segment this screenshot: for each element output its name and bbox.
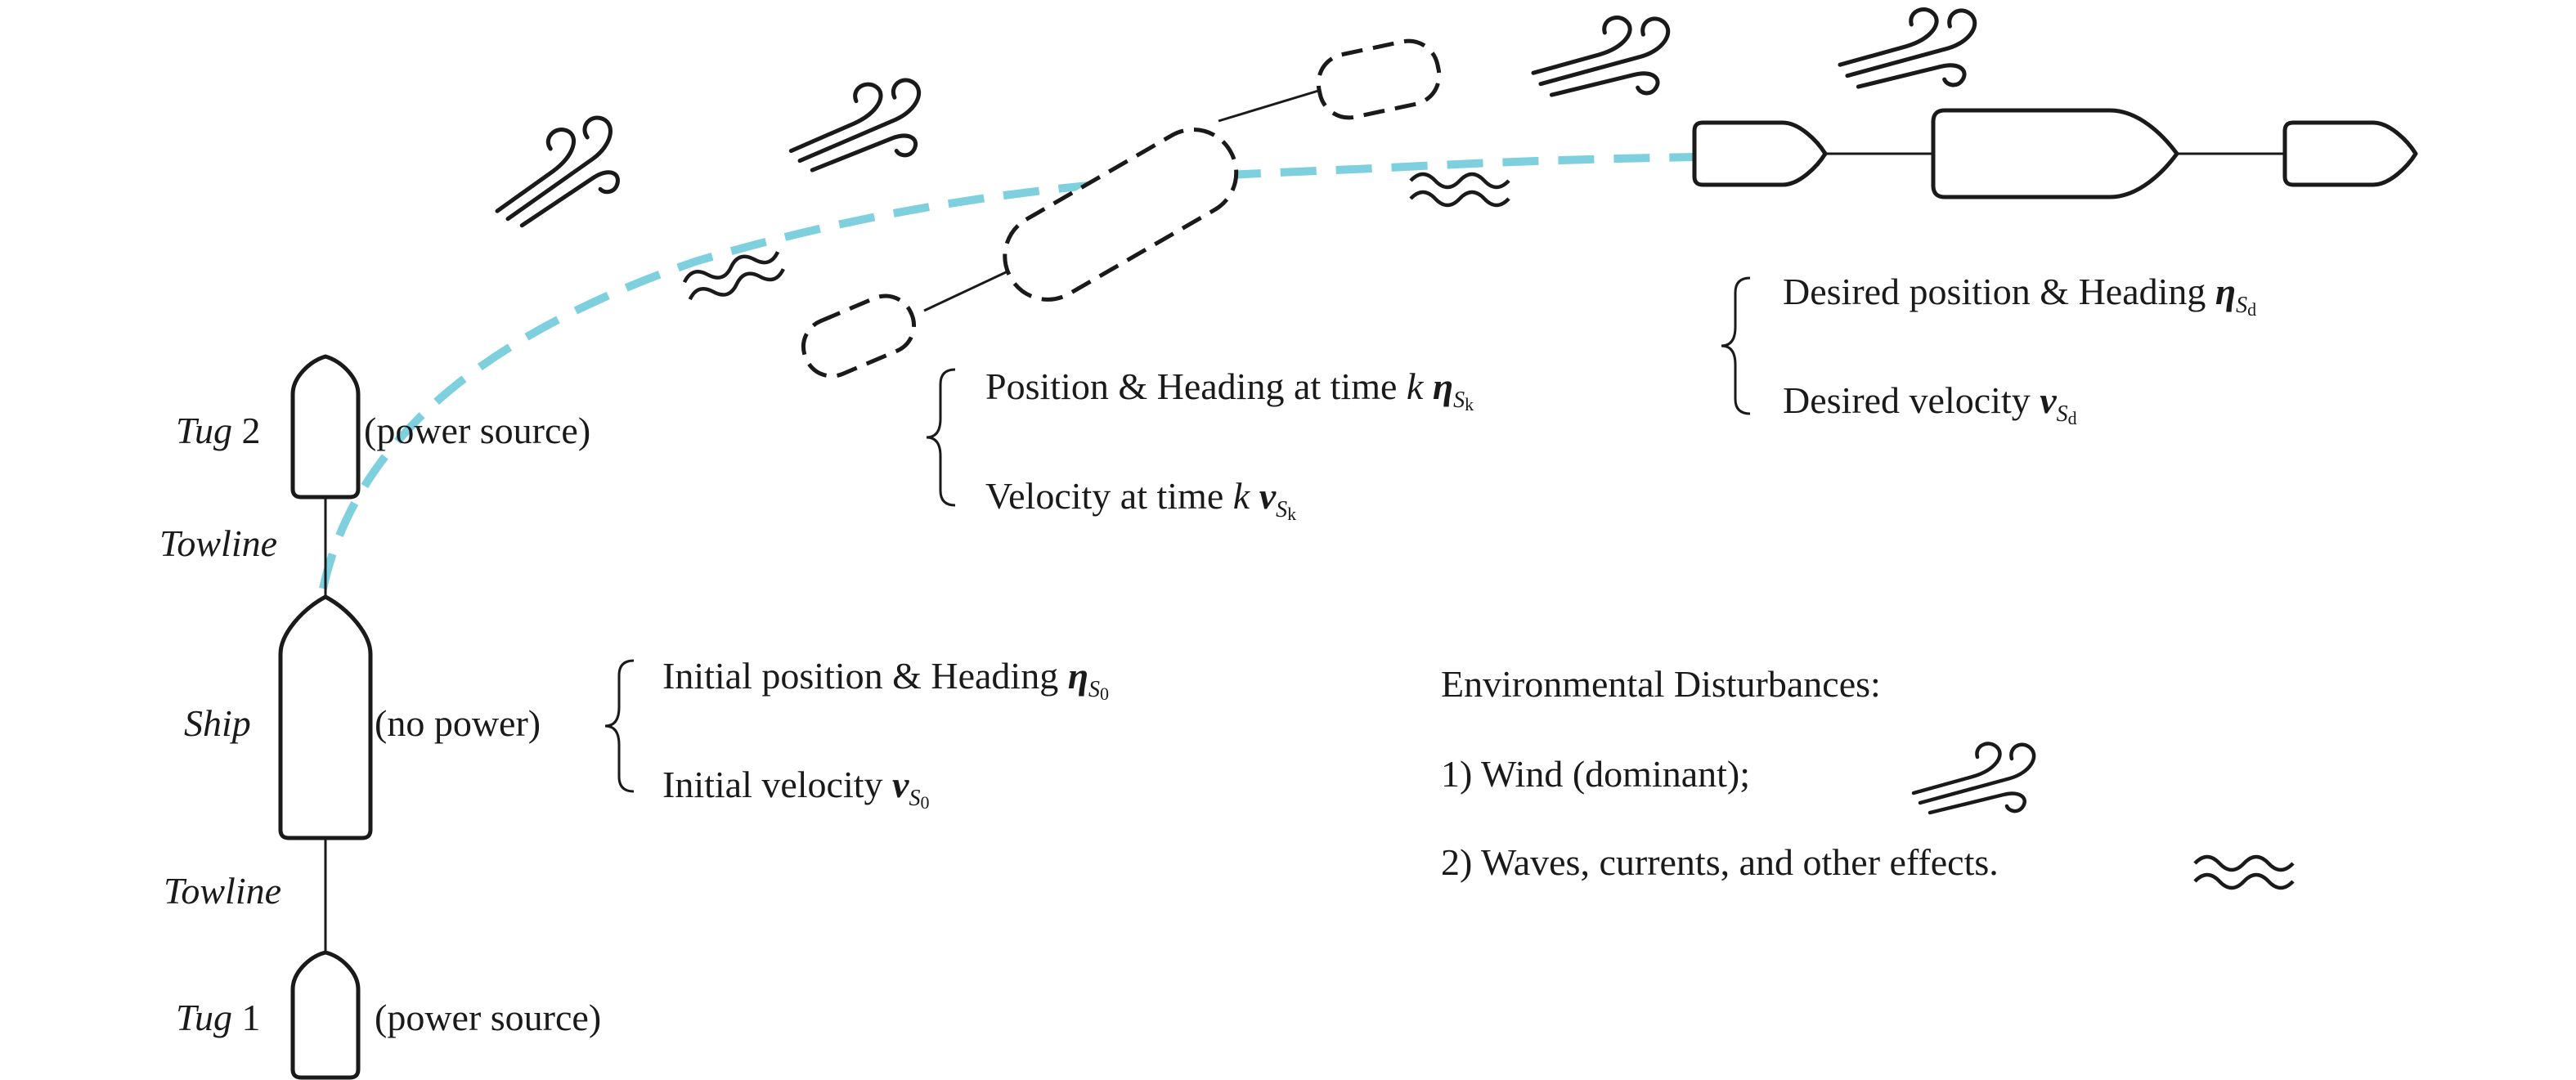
environment-wind: 1) Wind (dominant); xyxy=(1441,753,1750,795)
tug-2-icon xyxy=(290,354,361,500)
ship-desc: (no power) xyxy=(375,702,541,744)
ship-label: Ship xyxy=(184,702,251,744)
environment-heading: Environmental Disturbances: xyxy=(1441,663,1881,705)
timek-velocity-text: Velocity at time k vSk xyxy=(985,475,1296,524)
ship-icon xyxy=(278,594,373,840)
initial-position-text: Initial position & Heading ηS0 xyxy=(662,655,1109,704)
desired-formation xyxy=(1692,108,2418,199)
wind-icon xyxy=(783,78,927,173)
formation-time-k xyxy=(801,38,1442,379)
timek-position-text: Position & Heading at time k ηSk xyxy=(985,365,1474,415)
brace-time-k xyxy=(926,368,956,507)
tug-1-icon xyxy=(290,950,361,1080)
towline-upper-label: Towline xyxy=(159,522,277,564)
tug-d-front-icon xyxy=(2282,120,2418,187)
ship-d-icon xyxy=(1931,108,2179,199)
tug-1-desc: (power source) xyxy=(375,997,601,1038)
wind-icon xyxy=(1533,17,1668,95)
ship-k-icon xyxy=(1003,127,1239,302)
legend-wave-icon xyxy=(2195,857,2293,888)
tug-2-desc: (power source) xyxy=(364,410,590,451)
wind-icon xyxy=(1840,9,1975,87)
towline-lower-label: Towline xyxy=(164,870,281,912)
tug-k-front-icon xyxy=(1316,38,1442,120)
desired-position-text: Desired position & Heading ηSd xyxy=(1783,271,2256,320)
wind-icon xyxy=(478,113,631,231)
environment-legend: Environmental Disturbances: 1) Wind (dom… xyxy=(1441,663,2293,888)
tug-1-label: Tug 1 xyxy=(176,997,261,1038)
tug-2-label: Tug 2 xyxy=(176,410,261,451)
brace-desired xyxy=(1721,276,1751,415)
tug-d-rear-icon xyxy=(1692,120,1828,187)
brace-initial xyxy=(604,659,635,793)
wave-icon xyxy=(1411,174,1509,205)
environment-waves: 2) Waves, currents, and other effects. xyxy=(1441,841,1999,883)
initial-velocity-text: Initial velocity vS0 xyxy=(662,764,929,813)
trajectory-path xyxy=(319,153,1698,590)
tug-k-rear-icon xyxy=(801,294,917,379)
initial-formation xyxy=(278,354,373,1080)
desired-velocity-text: Desired velocity vSd xyxy=(1783,379,2077,428)
legend-wind-icon xyxy=(1914,744,2034,813)
